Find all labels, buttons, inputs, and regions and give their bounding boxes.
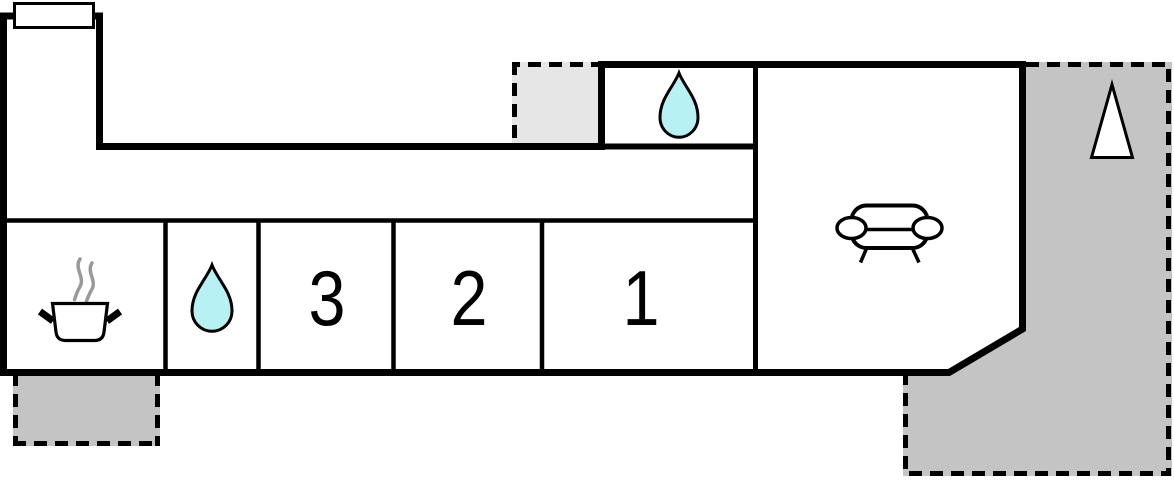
cooking-pot-icon bbox=[37, 257, 123, 343]
water-drop-icon bbox=[658, 68, 700, 139]
water-drop-icon bbox=[190, 260, 234, 333]
room-3-label: 3 bbox=[309, 254, 346, 342]
pot-handle-right bbox=[104, 308, 123, 324]
sofa-armrest-right bbox=[911, 215, 944, 241]
pot-handle-left bbox=[37, 308, 56, 324]
sofa-armrest-left bbox=[835, 215, 868, 241]
terrace-bottom-left bbox=[13, 372, 160, 446]
terrace-entrance bbox=[512, 62, 604, 148]
terrace-bottom-left-area bbox=[13, 372, 160, 446]
pot-body bbox=[50, 301, 110, 343]
terrace-right bbox=[903, 62, 1172, 476]
room-1-label: 1 bbox=[623, 254, 660, 342]
sofa-leg-left bbox=[858, 247, 869, 264]
steam-lines bbox=[72, 257, 96, 303]
sofa-leg-right bbox=[910, 247, 921, 264]
terrace-right-dashed-border bbox=[903, 62, 1171, 476]
window bbox=[13, 2, 95, 29]
terrace-bottom-left-dashed-border bbox=[13, 373, 160, 446]
sofa-icon bbox=[835, 203, 944, 264]
terrace-entrance-area bbox=[512, 62, 604, 148]
room-labels: 1 2 3 bbox=[309, 254, 660, 342]
terrace-right-area bbox=[903, 62, 1172, 476]
north-arrow-icon bbox=[1089, 78, 1135, 159]
interior-walls bbox=[1, 66, 758, 370]
room-2-label: 2 bbox=[451, 254, 488, 342]
terrace-entrance-dashed-border bbox=[512, 62, 604, 148]
